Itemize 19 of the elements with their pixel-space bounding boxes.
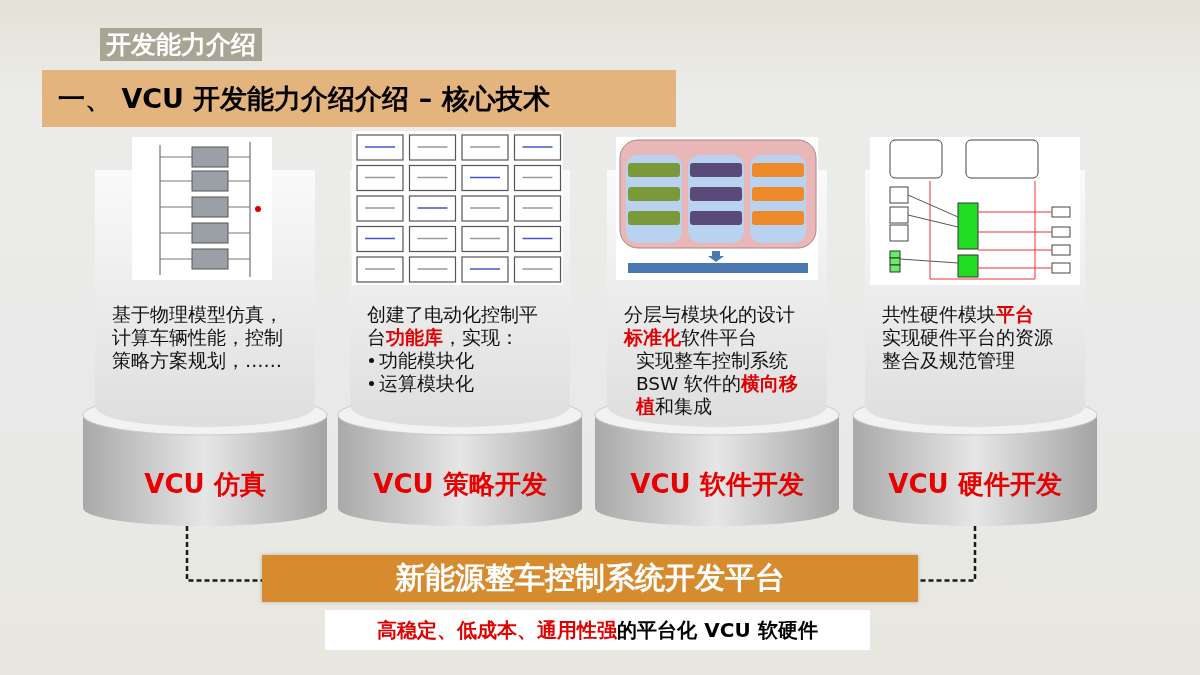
platform-bar: 新能源整车控制系统开发平台 <box>262 555 918 602</box>
body-text: 实现整车控制系统BSW 软件的横向移植和集成 <box>636 349 800 418</box>
body-text: 基于物理模型仿真，计算车辆性能，控制策略方案规划，…… <box>112 303 284 372</box>
body-text: 创建了电动化控制平台功能库，实现： <box>367 303 539 349</box>
cylinder-label: VCU 策略开发 <box>372 468 548 501</box>
subtitle-box: 高稳定、低成本、通用性强的平台化 VCU 软硬件 <box>325 610 870 650</box>
body-text: 实现硬件平台的资源整合及规范管理 <box>882 326 1054 372</box>
body-text: 功能模块化 <box>379 349 474 372</box>
cylinder-label: VCU 软件开发 <box>629 468 805 501</box>
page-title: 开发能力介绍 <box>100 28 262 61</box>
connector-line <box>185 526 262 582</box>
connector-line <box>918 526 977 582</box>
body-text: 共性硬件模块平台 <box>882 303 1034 326</box>
cylinder-label: VCU 仿真 <box>143 468 267 501</box>
body-text: 分层与模块化的设计 <box>624 303 795 326</box>
heading-band: 一、 VCU 开发能力介绍介绍 – 核心技术 <box>42 70 676 127</box>
body-text: 运算模块化 <box>379 372 474 395</box>
cylinder-label: VCU 硬件开发 <box>887 468 1063 501</box>
body-text: 标准化软件平台 <box>624 326 757 349</box>
